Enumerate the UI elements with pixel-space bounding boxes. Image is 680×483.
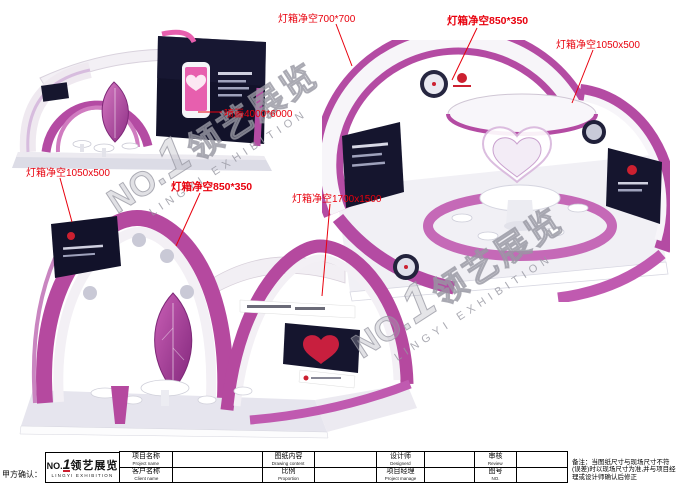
right-arch <box>220 239 414 411</box>
left-arch-band <box>53 226 217 403</box>
field-cn: 客户名称 <box>132 468 160 475</box>
left-arch-trim <box>26 68 91 153</box>
heart-icon <box>186 74 206 91</box>
remarks-note: 备注：当图纸尺寸与现场尺寸不符(误差)时以现场尺寸为准,并与项目经理或设计师确认… <box>572 458 676 481</box>
front-wall <box>249 379 412 425</box>
field-value-drawing-content <box>314 452 376 467</box>
field-cn: 比例 <box>281 468 296 475</box>
right-arch-band <box>583 94 667 241</box>
field-label-drawing-number: 图号 NO. <box>474 467 516 482</box>
ceiling-ring <box>446 93 598 136</box>
field-en: Review <box>488 460 503 467</box>
dimension-label: 灯箱净空850*350 <box>447 15 529 27</box>
heart-archway <box>481 126 553 184</box>
brand-logo <box>453 73 471 87</box>
field-label-project-manager: 项目经理 Project manage <box>376 467 424 482</box>
field-value-client-name <box>172 467 262 482</box>
slogan-band <box>239 299 356 319</box>
heart-panel <box>283 323 360 389</box>
dimension-label: 灯箱净空700*700 <box>278 14 356 25</box>
furniture <box>72 140 139 157</box>
logo-en: LINGYI EXHIBITION <box>51 472 114 478</box>
field-en: Drawing content <box>272 460 305 467</box>
field-en: Project manage <box>384 476 417 482</box>
stools <box>451 203 589 241</box>
dimension-label: 灯箱净空1050x500 <box>26 168 110 179</box>
field-label-designer: 设计师 Designerd <box>376 452 424 467</box>
field-cn: 审核 <box>488 452 503 460</box>
right-arch-band <box>233 254 401 407</box>
field-en: Designerd <box>390 460 411 467</box>
leaf-sculpture <box>154 292 193 391</box>
backdrop-screen <box>156 29 266 144</box>
dimension-label: 灯箱净空850*350 <box>171 181 253 193</box>
field-label-drawing-content: 图纸内容 Drawing content <box>262 452 314 467</box>
field-cn: 设计师 <box>390 452 411 460</box>
dark-panel-left <box>342 122 404 208</box>
front-wall-right <box>557 249 666 302</box>
field-value-review <box>516 452 567 467</box>
field-label-project-name: 项目名称 Project name <box>120 452 172 467</box>
floor <box>12 152 272 171</box>
side-pole <box>31 257 57 404</box>
field-label-proportion: 比例 Proportion <box>262 467 314 482</box>
purple-arch-inner <box>55 105 140 153</box>
field-label-client-name: 客户名称 Client name <box>120 467 172 482</box>
booth-render-bottom-left <box>19 209 419 439</box>
field-value-project-name <box>172 452 262 467</box>
clock <box>393 254 419 280</box>
logo-prefix: NO. <box>46 460 63 471</box>
field-cn: 图号 <box>488 468 503 475</box>
dimension-label: 灯箱净空1050x500 <box>556 40 640 51</box>
field-value-project-manager <box>424 467 474 482</box>
purple-arch <box>41 100 153 153</box>
clock <box>420 70 448 98</box>
booth-render-right <box>322 40 670 302</box>
purple-pole <box>253 87 264 147</box>
client-confirm-label: 甲方确认： <box>2 470 42 479</box>
field-en: NO. <box>491 476 500 482</box>
field-en: Project name <box>132 460 160 467</box>
booth-render-top-left <box>12 29 272 171</box>
left-arch-band <box>322 40 579 216</box>
field-value-drawing-number <box>516 467 567 482</box>
title-block-table: 项目名称 Project name 图纸内容 Drawing content 设… <box>119 451 568 483</box>
round-emblem <box>582 120 606 144</box>
field-cn: 图纸内容 <box>274 452 303 460</box>
logo-numeral: 1 <box>62 455 71 472</box>
field-en: Client name <box>133 476 159 482</box>
small-sign <box>41 82 69 102</box>
dimension-label: 喷画4000*6000 <box>224 109 293 120</box>
canopy <box>204 256 346 299</box>
front-wall-left <box>332 213 456 295</box>
dimension-label: 灯箱净空1700x1500 <box>292 194 382 205</box>
field-cn: 项目名称 <box>132 452 160 460</box>
logo-cn: 领艺展览 <box>70 459 119 472</box>
field-value-designer <box>424 452 474 467</box>
right-arch <box>578 84 670 253</box>
purple-bin <box>111 386 129 424</box>
field-value-proportion <box>314 467 376 482</box>
dark-panel-right <box>606 148 662 224</box>
field-label-review: 审核 Review <box>474 452 516 467</box>
field-cn: 项目经理 <box>386 468 415 475</box>
round-table <box>479 184 561 231</box>
dark-panel-left <box>51 216 121 278</box>
left-arch <box>36 209 234 404</box>
field-en: Proportion <box>278 476 299 482</box>
leaf-sculpture <box>101 81 129 143</box>
heart-icon <box>303 335 339 364</box>
floor <box>336 155 669 302</box>
